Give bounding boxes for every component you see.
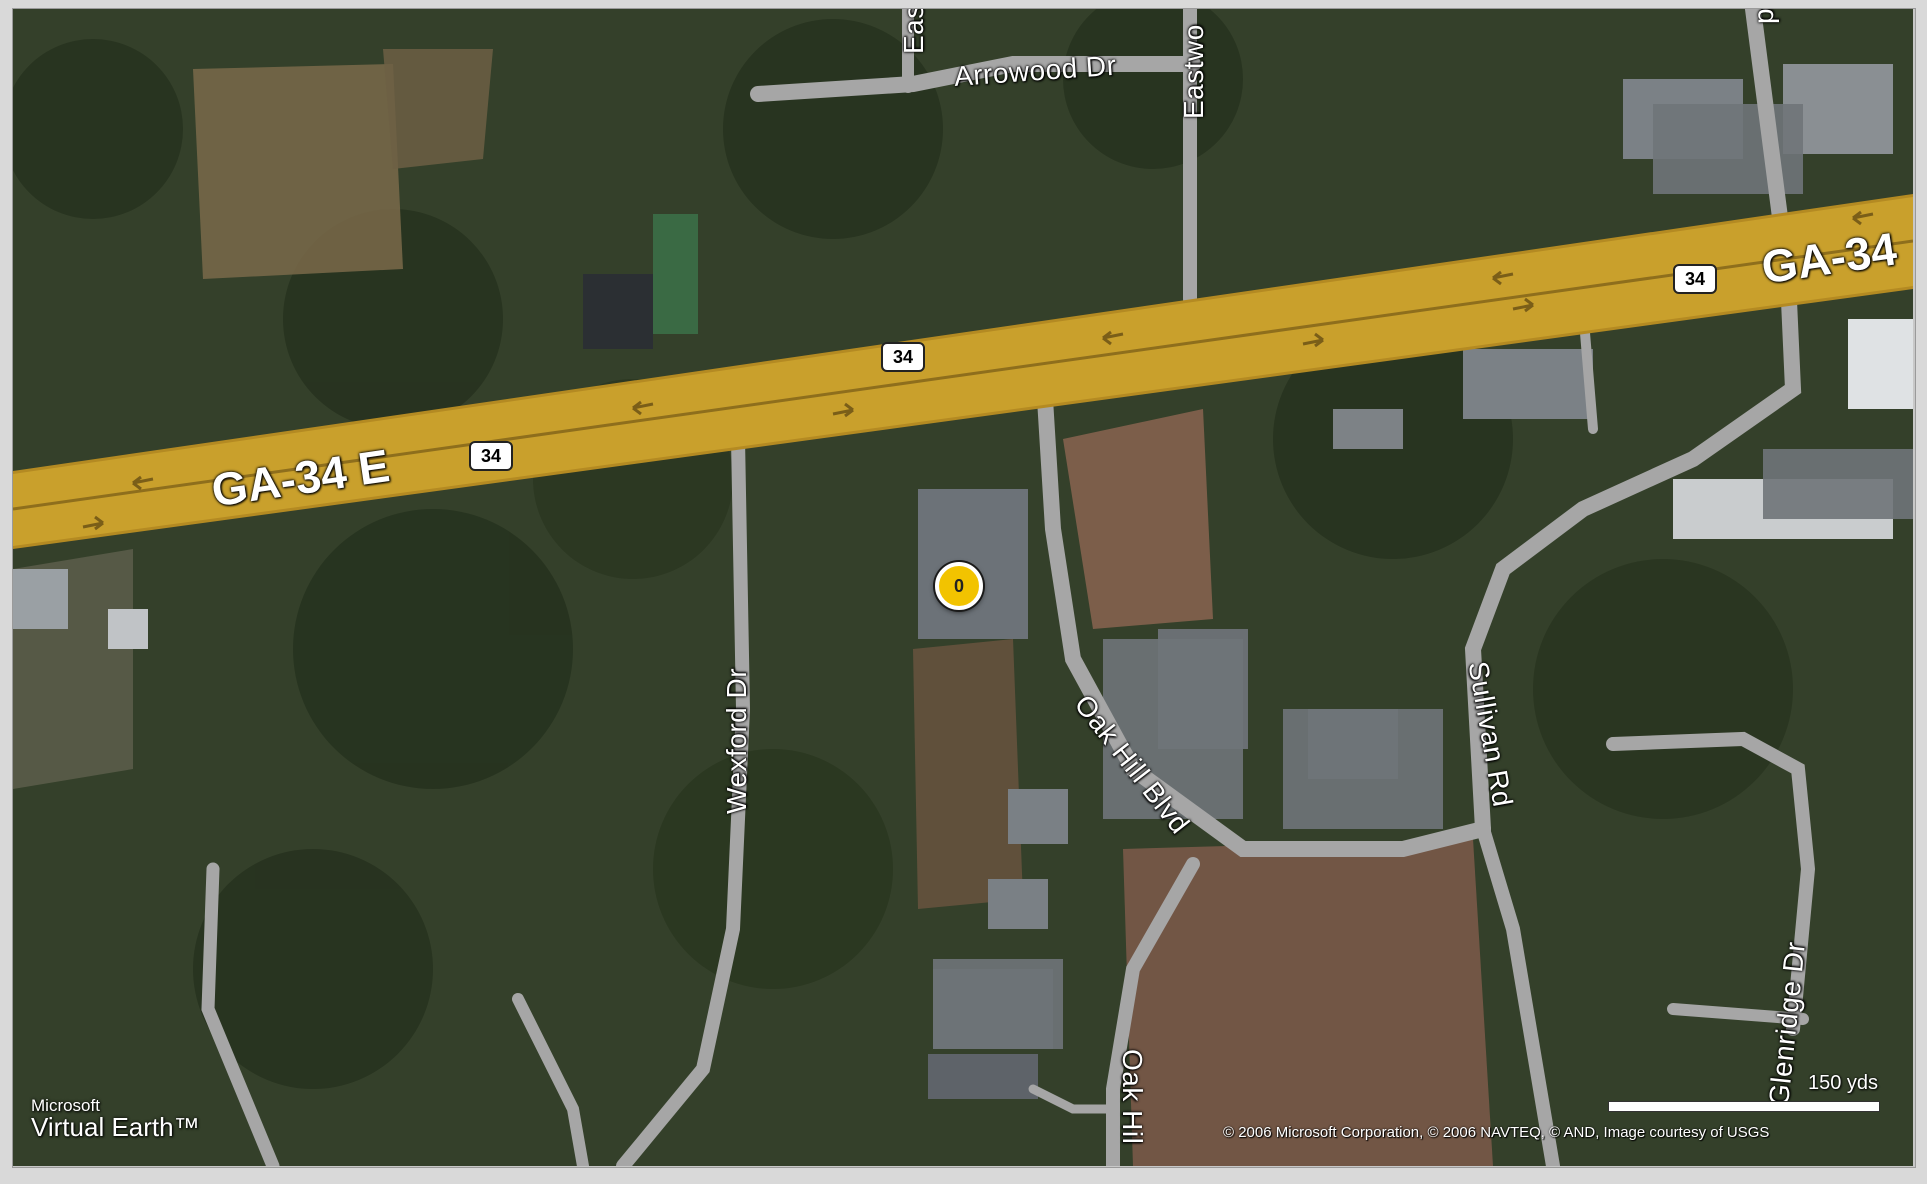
virtual-earth-logo[interactable]: Microsoft Virtual Earth™: [31, 1097, 200, 1140]
local-roads: [201, 9, 1816, 1166]
street-label-top-right: p: [1748, 9, 1779, 24]
street-label-eastwo: Eastwo: [1178, 24, 1209, 119]
route-34-shield: 34: [469, 441, 513, 471]
route-34-shield: 34: [881, 342, 925, 372]
logo-line-microsoft: Microsoft: [31, 1096, 100, 1115]
location-pin-icon[interactable]: 0: [935, 562, 983, 610]
route-34-shield: 34: [1673, 264, 1717, 294]
logo-line-virtual-earth: Virtual Earth™: [31, 1112, 200, 1142]
street-label-wexford-dr: Wexford Dr: [721, 667, 752, 814]
field: [383, 49, 493, 169]
scale-label: 150 yds: [1808, 1072, 1879, 1094]
scale-bar: [1608, 1101, 1880, 1112]
field: [193, 64, 403, 279]
street-label-oak-hill: Oak Hil: [1117, 1049, 1148, 1145]
street-label-eas: Eas: [898, 9, 929, 54]
copyright-text: © 2006 Microsoft Corporation, © 2006 NAV…: [1223, 1124, 1770, 1141]
clearing: [1123, 839, 1493, 1166]
aerial-map[interactable]: GA-34 E GA-34 34 34 34 Arrowood Dr Eas E…: [13, 9, 1913, 1166]
parking-lots: [933, 104, 1913, 1049]
clearing: [1063, 409, 1213, 629]
clearing: [913, 639, 1023, 909]
